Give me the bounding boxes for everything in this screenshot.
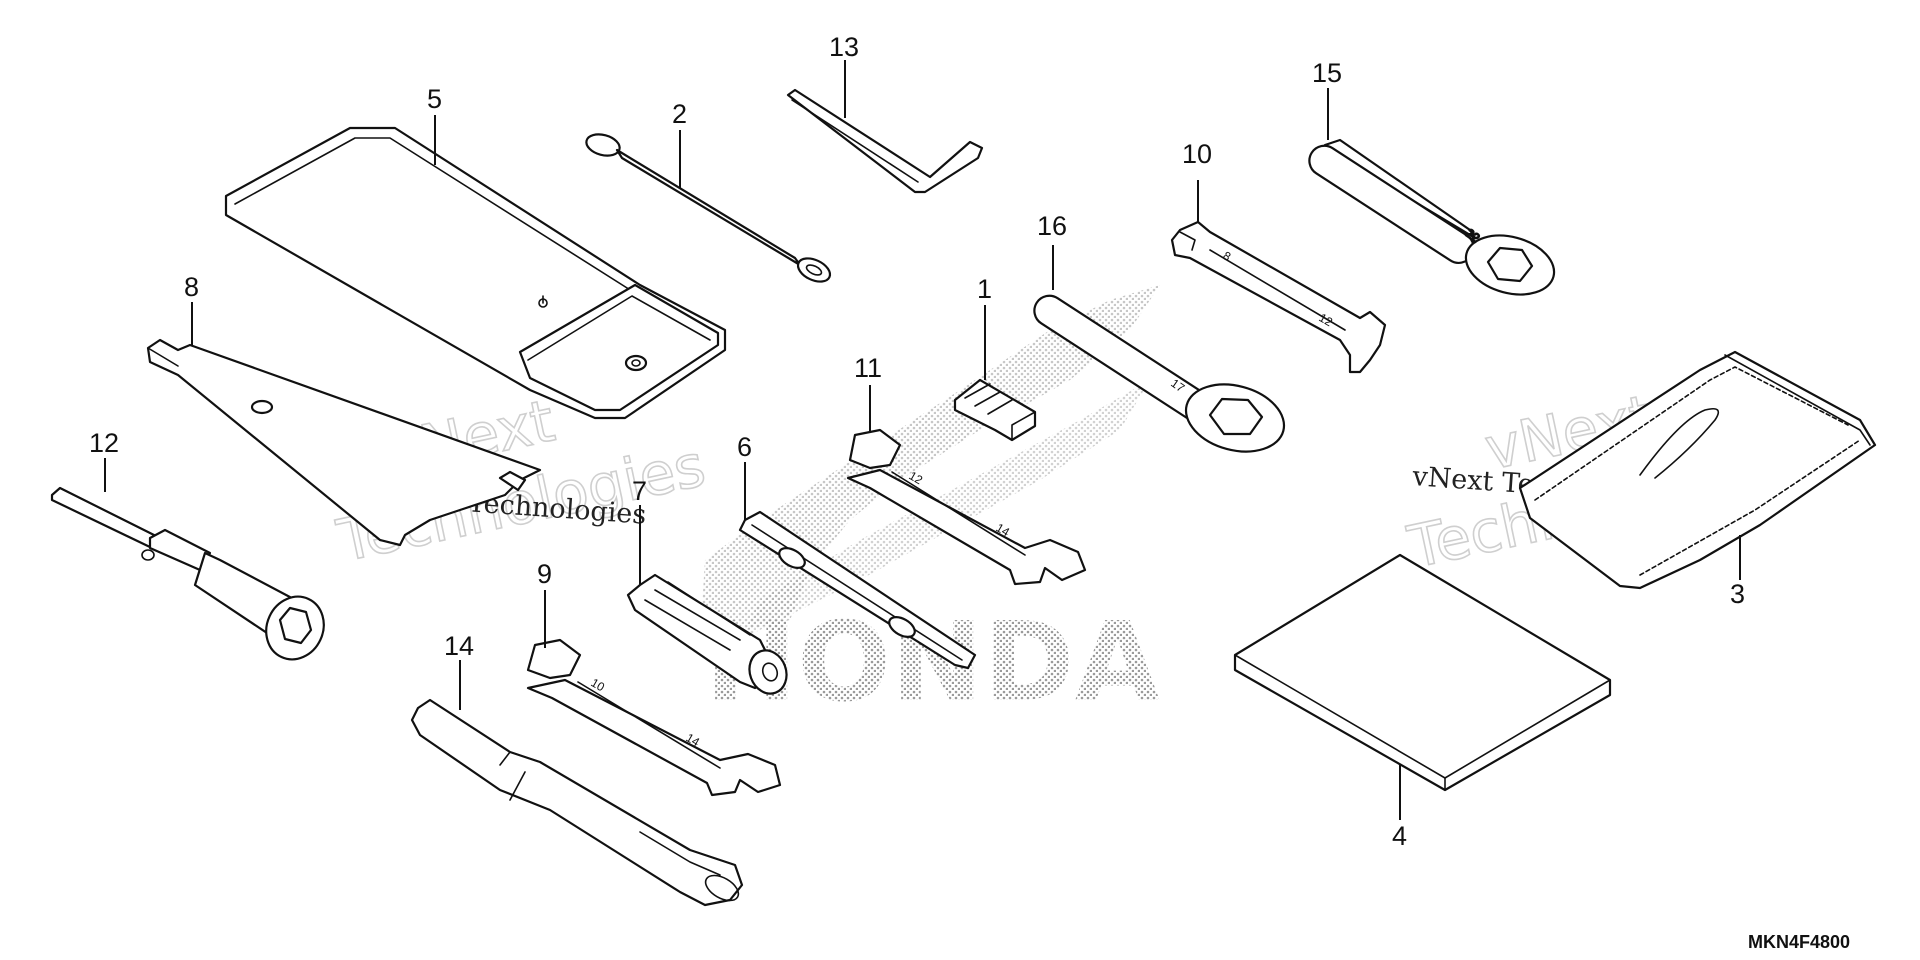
callout-12: 12 [89, 428, 119, 458]
callout-11: 11 [854, 353, 882, 383]
part-4-manual-booklet [1233, 553, 1612, 792]
part-6-screwdriver-bit [738, 510, 977, 670]
wrench-10-marking-b: 12 [1317, 310, 1336, 329]
wrench-11-marking-a: 12 [907, 468, 926, 487]
callout-2: 2 [672, 99, 687, 129]
part-2-hook-tool [585, 133, 832, 283]
part-10-open-wrench: 8 12 [1170, 220, 1387, 374]
callout-9: 9 [537, 559, 552, 589]
part-14-extension-handle [410, 698, 744, 907]
part-12-socket-wrench [50, 486, 325, 661]
callout-1: 1 [977, 274, 992, 304]
part-5-tool-pouch [224, 126, 727, 420]
callout-15: 15 [1312, 58, 1342, 88]
leader-lines [104, 60, 1741, 820]
part-1-fuse-puller [953, 378, 1037, 442]
part-9-open-wrench: 10 14 [526, 638, 782, 797]
wrench-9-marking-b: 14 [684, 730, 703, 749]
callout-3: 3 [1730, 579, 1745, 609]
callout-13: 13 [829, 32, 859, 62]
callout-8: 8 [184, 272, 199, 302]
callout-5: 5 [427, 84, 442, 114]
part-11-open-wrench: 12 14 [846, 428, 1087, 586]
callout-10: 10 [1182, 139, 1212, 169]
part-8-pin-spanner [146, 338, 542, 547]
wrench-11-marking-b: 14 [994, 520, 1013, 539]
wrench-9-marking-a: 10 [589, 675, 608, 694]
callouts: 1 2 3 4 5 6 7 8 9 10 11 12 13 14 15 16 [89, 32, 1745, 851]
part-16-ring-wrench: 17 [1033, 294, 1286, 453]
callout-16: 16 [1037, 211, 1067, 241]
callout-6: 6 [737, 432, 752, 462]
part-13-hex-key [786, 88, 984, 194]
part-3-cloth [1518, 350, 1877, 590]
reference-code: MKN4F4800 [1748, 932, 1850, 952]
callout-4: 4 [1392, 821, 1407, 851]
part-7-screwdriver-handle [626, 573, 788, 695]
callout-14: 14 [444, 631, 474, 661]
callout-7: 7 [632, 476, 647, 506]
part-15-ring-wrench: 22 [1308, 138, 1556, 296]
